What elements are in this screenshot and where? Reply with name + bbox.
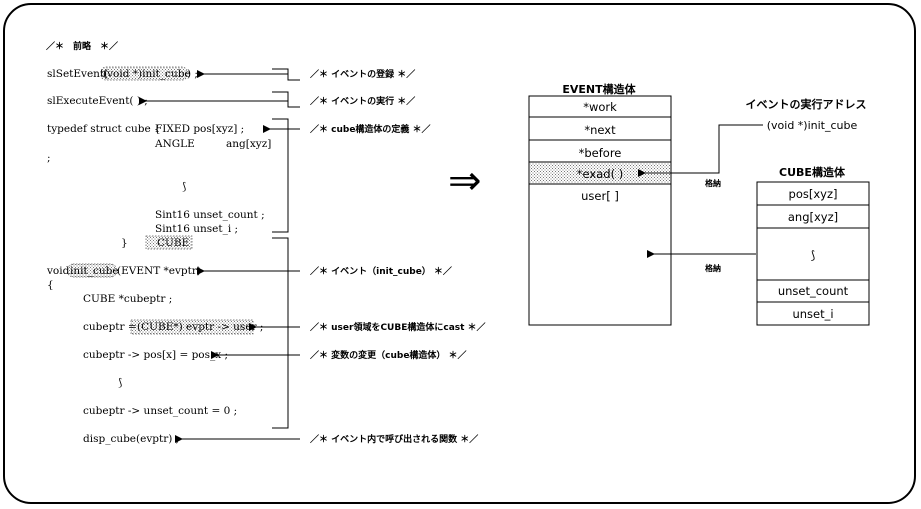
bracket-c1 [272,68,300,81]
cube-field-pos: pos[xyz] [789,187,838,201]
field-pos: FIXED pos[xyz] ; [155,123,244,135]
func-name: init_cube [70,265,119,277]
semicolon-line: ; [47,152,51,164]
comment-event: ／＊ イベント（init_cube） ＊／ [310,266,452,277]
open-brace: { [47,279,54,291]
field-unset-i: Sint16 unset_i ; [155,223,238,235]
comment-register: ／＊ イベントの登録 ＊／ [310,68,415,80]
event-field-next: *next [584,123,616,137]
implies-arrow: ⇒ [448,158,482,204]
struct-close-brace: } [121,237,128,249]
cube-field-unset-i: unset_i [792,307,833,321]
comment-define: ／＊ cube構造体の定義 ＊／ [310,123,431,135]
comment-connectors [139,68,300,443]
set-event-arg: (void *)init_cube [103,68,191,80]
cube-field-ang: ang[xyz] [788,210,838,224]
exec-address-value: (void *)init_cube [767,119,858,132]
event-field-user: user[ ] [581,189,619,203]
event-struct-box [528,95,672,326]
set-event-prefix: slSetEvent( [47,68,108,80]
field-ang-name: ang[xyz] [226,138,271,150]
assign-cast: (CUBE*) evptr -> user ; [137,321,263,333]
field-ang-type: ANGLE [154,138,195,150]
event-field-before: *before [579,146,622,160]
exec-address-arrow [638,124,763,177]
body-ellipsis: ⟆ [118,377,122,389]
type-name-highlight [145,235,193,250]
bracket-func [272,237,289,429]
func-prefix: void [46,265,70,277]
bracket-c3 [272,118,289,233]
set-event-arg-highlight [100,66,188,81]
cube-struct-box [756,181,870,326]
comment-modify: ／＊ 変数の変更（cube構造体） ＊／ [310,349,467,361]
func-params: (EVENT *evptr) [117,265,201,277]
comment-execute: ／＊ イベントの実行 ＊／ [310,95,415,107]
unset-assign: cubeptr -> unset_count = 0 ; [83,405,237,417]
type-name: CUBE [157,237,189,249]
comment-called-func: ／＊ イベント内で呼び出される関数 ＊／ [310,433,478,445]
code-header: ／＊ 前略 ＊／ [46,40,118,52]
disp-call: disp_cube(evptr) ; [83,433,179,445]
comment-cast: ／＊ user領域をCUBE構造体にcast ＊／ [310,321,486,333]
field-unset-count: Sint16 unset_count ; [155,209,265,221]
cube-field-ellipsis: ⟆ [811,248,816,262]
exad-row-fill [530,163,670,183]
decl-cubeptr: CUBE *cubeptr ; [83,293,172,305]
exec-store-label: 格納 [705,178,721,188]
event-struct-title: EVENT構造体 [562,82,636,96]
struct-ellipsis: ⟆ [182,181,186,193]
set-event-suffix: ) ; [187,68,198,80]
bracket-c2 [272,91,300,108]
cube-field-unset-count: unset_count [778,284,849,298]
diagram-frame [3,3,916,504]
event-field-work: *work [583,100,617,114]
cube-store-label: 格納 [705,263,721,273]
exec-address-title: イベントの実行アドレス [746,97,867,111]
pos-assign: cubeptr -> pos[x] = pos_x ; [83,349,228,361]
assign-prefix: cubeptr = [83,321,137,333]
cube-struct-title: CUBE構造体 [779,165,846,179]
func-name-highlight [67,263,117,278]
typedef-line: typedef struct cube { [47,123,161,135]
event-field-exad: *exad( ) [577,167,623,181]
execute-event-line: slExecuteEvent( ) ; [47,95,148,107]
